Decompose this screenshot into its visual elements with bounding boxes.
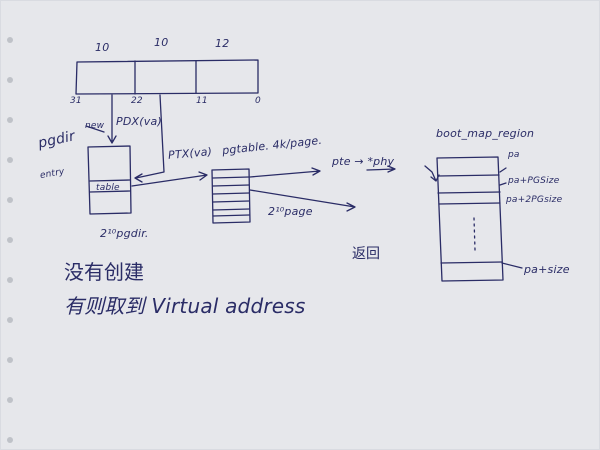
return-note: 返回 bbox=[352, 246, 380, 262]
pdx-arrow-icon bbox=[107, 94, 117, 144]
new-label: new bbox=[85, 121, 105, 131]
not-created-note: 没有创建 bbox=[64, 260, 144, 284]
pa-plus-2pgsize-label: pa+2PGsize bbox=[506, 195, 563, 205]
pgdir-box bbox=[87, 145, 132, 215]
pa-plus-size-label: pa+size bbox=[524, 263, 570, 276]
address-bit-box bbox=[75, 59, 259, 95]
pgdir-to-pgtable-arrow-icon bbox=[131, 171, 208, 187]
pgdir-count-label: 2¹⁰pgdir. bbox=[100, 227, 149, 240]
pte-phy-label: pte → *phy bbox=[332, 155, 395, 168]
field-width-ptx: 10 bbox=[154, 36, 169, 49]
pte-to-phy-arrow-icon bbox=[366, 165, 396, 173]
ptx-arrow-icon bbox=[134, 94, 165, 183]
field-width-pdx: 10 bbox=[95, 41, 110, 54]
page-count-label: 2¹⁰page bbox=[268, 205, 313, 218]
pgtable-box bbox=[211, 168, 251, 224]
bit-position-31: 31 bbox=[70, 96, 82, 106]
boot-map-region-label: boot_map_region bbox=[436, 127, 535, 140]
boot-map-region-box bbox=[436, 156, 504, 282]
get-virtual-address-note: 有则取到 Virtual address bbox=[64, 294, 306, 318]
pgtable-to-pte-arrow-icon bbox=[249, 167, 321, 178]
pgtable-to-page-arrow-icon bbox=[249, 189, 356, 212]
table-label: table bbox=[96, 183, 120, 193]
pa-label: pa bbox=[508, 150, 520, 160]
pdx-label: PDX(va) bbox=[116, 115, 162, 128]
field-width-offset: 12 bbox=[215, 37, 230, 50]
pa-plus-pgsize-label: pa+PGSize bbox=[508, 176, 560, 186]
margin-holes bbox=[7, 37, 13, 443]
bit-position-22: 22 bbox=[131, 96, 143, 106]
bit-position-0: 0 bbox=[255, 96, 261, 106]
bit-position-11: 11 bbox=[196, 96, 208, 106]
